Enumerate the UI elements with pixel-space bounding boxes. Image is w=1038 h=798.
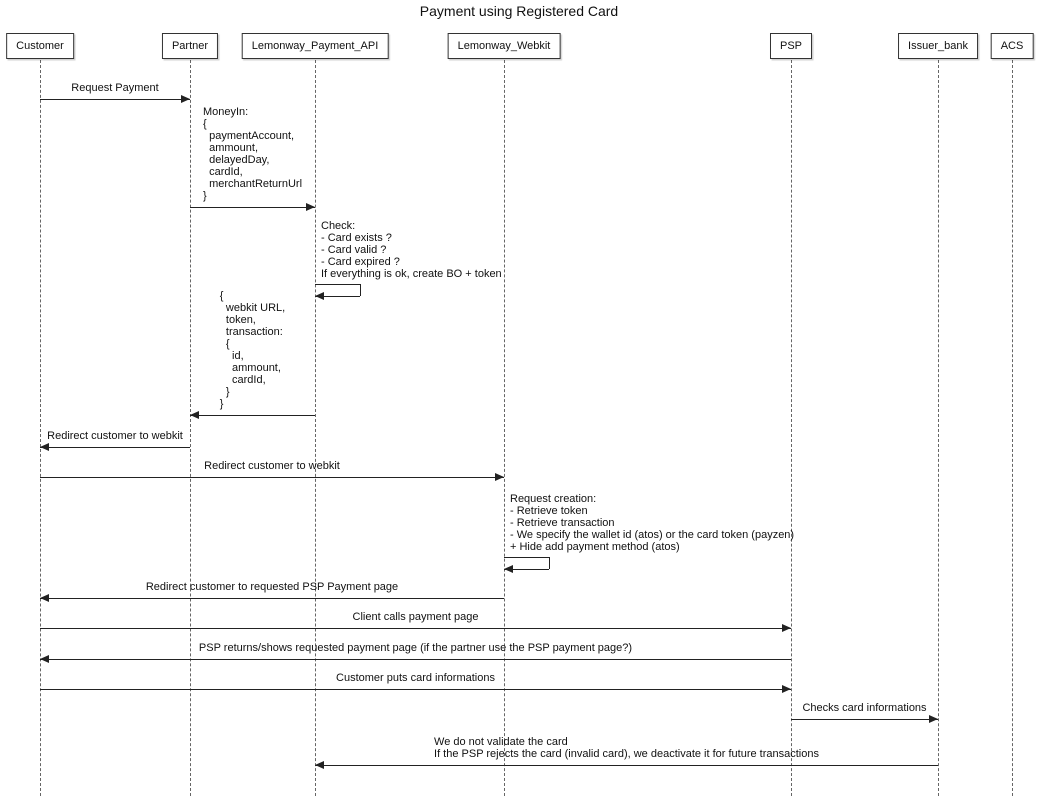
lifeline-partner [190,60,191,796]
message-line [791,719,938,720]
self-message-line-bottom [504,569,549,570]
message-line [40,477,504,478]
lifeline-lemonway_webkit [504,60,505,796]
lifeline-acs [1012,60,1013,796]
message-line [40,689,791,690]
self-message-line-bottom [315,296,360,297]
message-line [40,628,791,629]
lifeline-issuer_bank [938,60,939,796]
participant-box-lemonway_webkit: Lemonway_Webkit [447,33,561,59]
participant-box-customer: Customer [6,33,74,59]
message-line [40,447,190,448]
lifeline-customer [40,60,41,796]
self-message-arrowhead [504,565,513,573]
message-arrowhead [315,761,324,769]
message-label: We do not validate the card If the PSP r… [434,736,819,760]
participant-box-lemonway_payment_api: Lemonway_Payment_API [241,33,389,59]
self-message-line-top [315,284,360,285]
message-label: { webkit URL, token, transaction: { id, … [219,290,286,410]
self-message-line-side [549,557,550,569]
self-message-arrowhead [315,292,324,300]
message-label: Client calls payment page [352,611,479,623]
message-arrowhead [190,411,199,419]
participant-box-issuer_bank: Issuer_bank [898,33,978,59]
diagram-title: Payment using Registered Card [419,3,619,19]
message-arrowhead [181,95,190,103]
message-label: Customer puts card informations [336,672,495,684]
message-label: Redirect customer to requested PSP Payme… [145,581,399,593]
message-arrowhead [40,443,49,451]
self-message-label: Check: - Card exists ? - Card valid ? - … [321,220,502,280]
self-message-line-side [360,284,361,296]
message-arrowhead [40,655,49,663]
message-arrowhead [306,203,315,211]
message-label: Checks card informations [802,702,927,714]
message-line [190,415,315,416]
participant-box-partner: Partner [161,33,219,59]
message-label: PSP returns/shows requested payment page… [198,642,633,654]
message-arrowhead [40,594,49,602]
message-label: Redirect customer to webkit [204,460,340,472]
message-line [315,765,938,766]
message-label: Request Payment [71,82,159,94]
message-arrowhead [782,685,791,693]
lifeline-lemonway_payment_api [315,60,316,796]
participant-box-psp: PSP [769,33,813,59]
message-line [40,598,504,599]
message-arrowhead [782,624,791,632]
message-line [40,659,791,660]
message-line [40,99,190,100]
message-arrowhead [495,473,504,481]
message-label: Redirect customer to webkit [47,430,183,442]
participant-box-acs: ACS [990,33,1034,59]
lifeline-psp [791,60,792,796]
message-line [190,207,315,208]
message-label: MoneyIn: { paymentAccount, ammount, dela… [202,106,303,202]
message-arrowhead [929,715,938,723]
self-message-line-top [504,557,549,558]
self-message-label: Request creation: - Retrieve token - Ret… [510,493,795,553]
